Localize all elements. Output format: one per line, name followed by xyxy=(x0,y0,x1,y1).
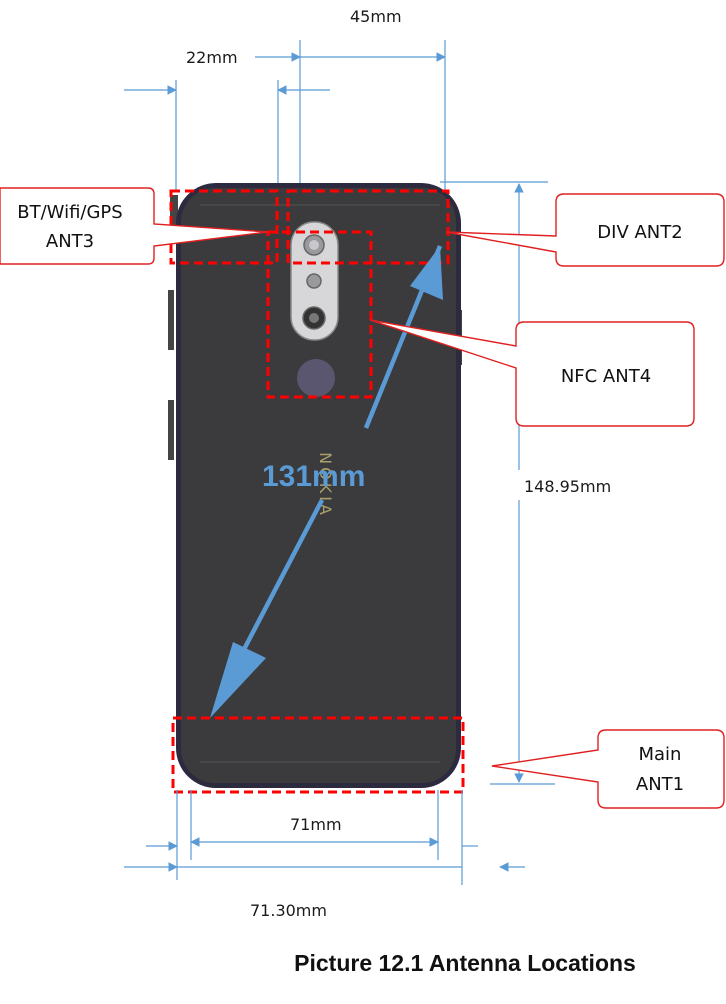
callout-ant1-line2: ANT1 xyxy=(636,774,684,795)
bottom-dimension-group: 71mm 71.30mm xyxy=(124,790,525,920)
callout-ant3-line2: ANT3 xyxy=(46,231,94,252)
callout-ant2-text: DIV ANT2 xyxy=(597,222,682,243)
callout-ant3-line1: BT/Wifi/GPS xyxy=(17,202,122,223)
side-button-volume xyxy=(168,290,174,350)
antenna-zones xyxy=(169,189,465,794)
dim-22mm-label: 22mm xyxy=(186,48,238,67)
flash-icon xyxy=(306,273,322,289)
callout-ant4: NFC ANT4 xyxy=(369,319,695,427)
dim-148-95mm-label: 148.95mm xyxy=(524,477,611,496)
dim-45mm-label: 45mm xyxy=(350,7,402,26)
dim-71-30mm-label: 71.30mm xyxy=(250,901,327,920)
callout-ant1: Main ANT1 xyxy=(491,729,725,809)
dim-131mm-label: 131mm xyxy=(262,460,365,493)
callout-ant1-line1: Main xyxy=(639,744,682,765)
callout-ant3: BT/Wifi/GPS ANT3 xyxy=(0,187,269,265)
side-button-power xyxy=(168,400,174,460)
figure-caption: Picture 12.1 Antenna Locations xyxy=(294,950,636,976)
height-dimension-group: 148.95mm xyxy=(440,181,611,785)
side-button-top xyxy=(170,195,178,225)
diagonal-dimension-group: 131mm xyxy=(210,245,443,718)
ant4-zone xyxy=(266,230,373,399)
ant1-zone xyxy=(171,716,465,794)
fingerprint-sensor xyxy=(297,359,335,397)
ant3-zone xyxy=(169,189,279,265)
callout-ant4-text: NFC ANT4 xyxy=(561,366,651,387)
ant2-zone xyxy=(286,189,450,265)
dim-71mm-label: 71mm xyxy=(290,815,342,834)
callout-ant2: DIV ANT2 xyxy=(445,193,725,267)
top-dimension-group: 45mm 22mm xyxy=(124,7,446,195)
